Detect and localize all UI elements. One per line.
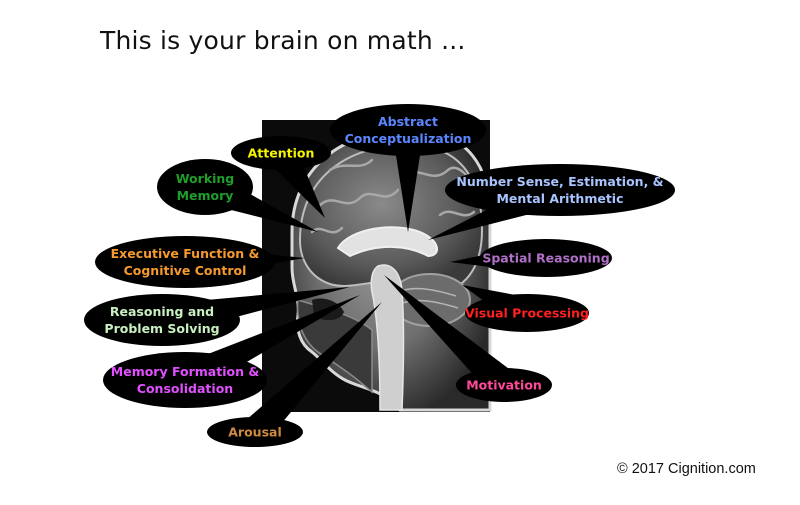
executive-label-line: Executive Function & — [111, 246, 260, 261]
abstract-label-line: Conceptualization — [345, 131, 472, 146]
bubble-layer: Attention AbstractConceptualizationWorkin… — [84, 104, 675, 447]
working-memory-label-line: Memory — [177, 188, 234, 203]
arousal-pointer — [244, 302, 382, 443]
memory-formation-bubble — [103, 352, 267, 408]
motivation-label-line: Motivation — [466, 378, 542, 393]
motivation-pointer — [384, 275, 515, 397]
brainstem — [370, 264, 405, 411]
arousal-callout: Arousal — [207, 417, 303, 447]
visual-callout: Visual Processing — [465, 294, 589, 332]
memory-formation-label-line: Consolidation — [137, 381, 233, 396]
attention-callout: Attention — [231, 136, 331, 170]
number-sense-label-line: Mental Arithmetic — [496, 191, 623, 206]
arousal-bubble — [207, 417, 303, 447]
executive-callout: Executive Function & Cognitive Control — [95, 236, 275, 288]
reasoning-label-line: Problem Solving — [104, 321, 219, 336]
number-sense-callout: Number Sense, Estimation, & Mental Arithm… — [445, 164, 675, 216]
reasoning-bubble — [84, 294, 240, 346]
arousal-label-line: Arousal — [228, 425, 282, 440]
working-memory-label-line: Working — [176, 171, 235, 186]
page-title: This is your brain on math ... — [100, 26, 466, 55]
number-sense-bubble — [445, 164, 675, 216]
number-sense-label-line: Number Sense, Estimation, & — [456, 174, 663, 189]
attention-bubble — [231, 136, 331, 170]
reasoning-label-line: Reasoning and — [110, 304, 214, 319]
corpus-callosum — [336, 226, 438, 258]
attention-label-line: Attention — [248, 146, 315, 161]
spatial-bubble — [480, 239, 612, 277]
abstract-bubble — [330, 104, 486, 156]
spatial-label-line: Spatial Reasoning — [482, 251, 609, 266]
copyright-notice: © 2017 Cignition.com — [617, 461, 756, 477]
motivation-callout: Motivation — [456, 368, 552, 402]
abstract-label-line: Abstract — [378, 114, 438, 129]
visual-label-line: Visual Processing — [465, 306, 589, 321]
working-memory-bubble — [157, 159, 253, 215]
spatial-callout: Spatial Reasoning — [480, 239, 612, 277]
motivation-bubble — [456, 368, 552, 402]
memory-formation-label-line: Memory Formation & — [111, 364, 260, 379]
visual-bubble — [465, 294, 589, 332]
executive-bubble — [95, 236, 275, 288]
executive-label-line: Cognitive Control — [124, 263, 247, 278]
memory-formation-callout: Memory Formation & Consolidation — [103, 352, 267, 408]
